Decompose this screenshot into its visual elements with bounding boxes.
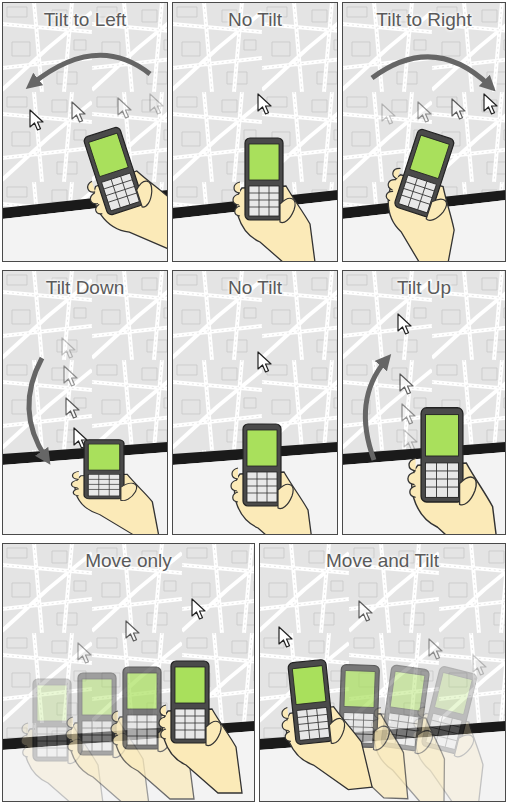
panel-label: Tilt to Right [343,9,505,31]
panel-label: Move only [3,550,254,572]
panel-label: Tilt Down [3,277,167,299]
panel-frame: No Tilt [172,270,338,535]
panel-label: No Tilt [173,277,337,299]
panel-label: No Tilt [173,9,337,31]
panel-frame: Move only [2,543,255,802]
panel-label: Tilt Up [343,277,505,299]
panel-frame: Tilt to Left [2,2,168,262]
panel-frame: Tilt Up [342,270,506,535]
panel-label: Move and Tilt [260,550,505,572]
panel-frame: Move and Tilt [259,543,506,802]
panel-label: Tilt to Left [3,9,167,31]
panel-frame: Tilt to Right [342,2,506,262]
panel-frame: No Tilt [172,2,338,262]
panel-frame: Tilt Down [2,270,168,535]
